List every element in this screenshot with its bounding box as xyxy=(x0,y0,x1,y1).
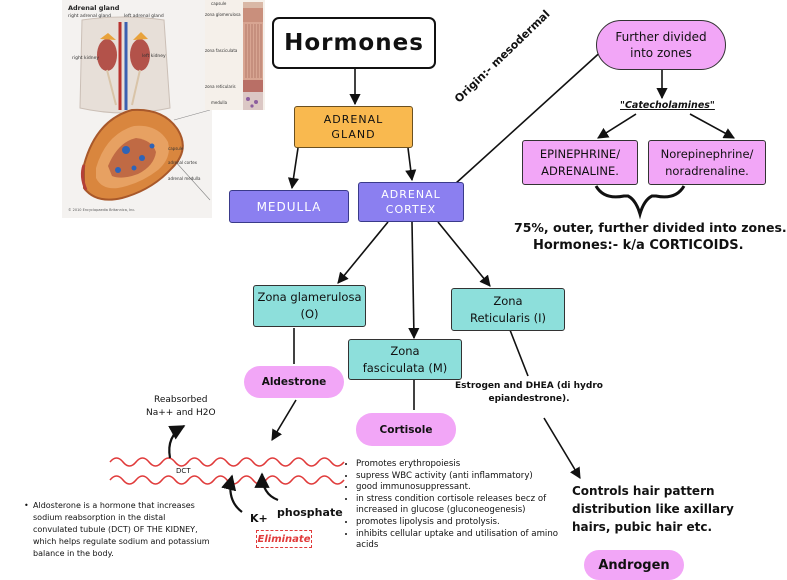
reabsorbed-label: Reabsorbed Na++ and H2O xyxy=(146,395,216,418)
diagram-connectors xyxy=(109,37,735,513)
k-arrow xyxy=(221,474,243,513)
adrenal-anatomy-drawing xyxy=(62,0,212,218)
adrenal-cortex-text: ADRENAL CORTEX xyxy=(381,188,441,216)
epinephrine-box: EPINEPHRINE/ ADRENALINE. xyxy=(522,140,638,185)
cortex-note-zones: 75%, outer, further divided into zones. xyxy=(514,220,787,235)
further-divided-box: Further divided into zones xyxy=(596,20,726,70)
list-item: in stress condition cortisole releases b… xyxy=(356,494,566,517)
adrenal-cortex-box: ADRENAL CORTEX xyxy=(358,182,464,222)
medulla-box: MEDULLA xyxy=(229,190,349,223)
k-plus-label: K+ xyxy=(250,512,268,525)
label-left-adrenal: left adrenal gland xyxy=(124,14,164,19)
label-right-adrenal: right adrenal gland xyxy=(68,14,112,19)
page-title-text: Hormones xyxy=(284,30,424,56)
zona-fasciculata-text: Zona fasciculata (M) xyxy=(362,343,448,375)
adrenal-gland-text: ADRENAL GLAND xyxy=(323,113,384,141)
adrenal-gland-illustration: Adrenal gland right adrenal gland left a… xyxy=(62,0,212,218)
label-adrenal-cortex: adrenal cortex xyxy=(168,160,197,165)
further-divided-text: Further divided into zones xyxy=(615,30,707,60)
label-zona-glomerulosa: zona glomerulosa xyxy=(205,12,241,17)
phosphate-label: phosphate xyxy=(277,506,343,519)
zona-reticularis-box: Zona Reticularis (I) xyxy=(451,288,565,331)
aldestrone-pill: Aldestrone xyxy=(244,366,344,398)
norepinephrine-box: Norepinephrine/ noradrenaline. xyxy=(648,140,766,185)
adrenal-gland-box: ADRENAL GLAND xyxy=(294,106,413,148)
dct-label: DCT xyxy=(176,467,191,475)
list-item: Promotes erythropoiesis xyxy=(356,459,566,471)
label-medulla-small: medulla xyxy=(211,100,228,105)
cortisole-pill: Cortisole xyxy=(356,413,456,446)
page-title: Hormones xyxy=(272,17,436,69)
zona-glamerulosa-text: Zona glamerulosa (O) xyxy=(257,290,362,321)
illustration-title: Adrenal gland xyxy=(68,4,120,12)
list-item: supress WBC activity (anti inflammatory) xyxy=(356,471,566,483)
norepinephrine-text: Norepinephrine/ noradrenaline. xyxy=(660,146,754,178)
label-adrenal-medulla: adrenal medulla xyxy=(168,176,201,181)
zona-fasciculata-box: Zona fasciculata (M) xyxy=(348,339,462,380)
histology-layers-drawing xyxy=(205,0,265,110)
zona-reticularis-text: Zona Reticularis (I) xyxy=(469,293,547,325)
cortisole-text: Cortisole xyxy=(379,423,433,436)
bullet-dot: • xyxy=(24,501,29,510)
label-left-kidney: left kidney xyxy=(142,54,166,59)
brace-shape xyxy=(594,185,686,220)
epinephrine-text: EPINEPHRINE/ ADRENALINE. xyxy=(539,146,621,178)
aldosterone-note: • Aldosterone is a hormone that increase… xyxy=(24,500,210,560)
label-right-kidney: right kidney xyxy=(72,56,99,61)
catecholamines-label: "Catecholamines" xyxy=(620,100,715,111)
list-item: promotes lipolysis and protolysis. xyxy=(356,517,566,529)
estrogen-note: Estrogen and DHEA (di hydro epiandestron… xyxy=(455,381,603,404)
eliminate-text: Eliminate xyxy=(257,533,311,545)
list-item: inhibits cellular uptake and utilisation… xyxy=(356,529,566,552)
label-zona-fasciculata: zona fasciculata xyxy=(205,48,238,53)
cortex-note-corticoids: Hormones:- k/a CORTICOIDS. xyxy=(533,238,744,253)
zona-glamerulosa-box: Zona glamerulosa (O) xyxy=(253,285,366,327)
reabsorb-arrow xyxy=(168,425,186,459)
phosphate-arrow xyxy=(254,472,279,502)
aldosterone-note-text: Aldosterone is a hormone that increases … xyxy=(33,501,210,558)
eliminate-label: Eliminate xyxy=(256,530,312,548)
histology-strip: capsule zona glomerulosa zona fasciculat… xyxy=(205,0,265,110)
label-zona-reticularis: zona reticularis xyxy=(205,84,236,89)
cortisole-points-list: Promotes erythropoiesis supress WBC acti… xyxy=(342,459,566,552)
label-capsule: capsule xyxy=(168,146,184,151)
aldestrone-text: Aldestrone xyxy=(261,376,327,388)
medulla-text: MEDULLA xyxy=(256,199,322,214)
androgen-pill: Androgen xyxy=(584,550,684,580)
label-capsule-top: capsule xyxy=(211,1,227,6)
controls-hair-note: Controls hair pattern distribution like … xyxy=(572,484,734,534)
illustration-copyright: © 2010 Encyclopaedia Britannica, Inc. xyxy=(68,208,136,212)
list-item: good immunosuppressant. xyxy=(356,482,566,494)
androgen-text: Androgen xyxy=(598,557,670,573)
